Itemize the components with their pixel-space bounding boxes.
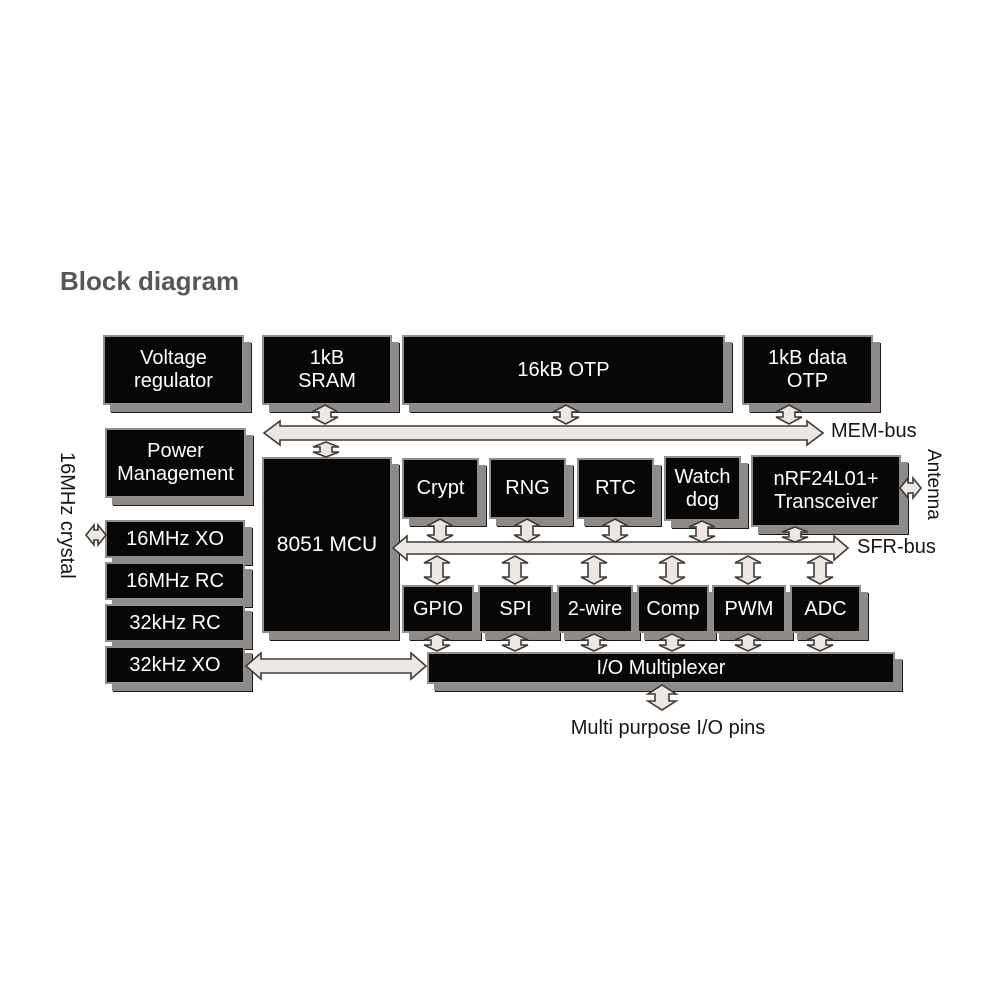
block-16kb-otp: 16kB OTP [402,335,725,405]
block-io-multiplexer: I/O Multiplexer [427,652,895,684]
sfr-spi-connector [501,555,529,585]
xo32-to-iomux-arrow [244,651,428,681]
crypt-sfr-connector [426,518,454,543]
block-1kb-sram: 1kB SRAM [262,335,392,405]
block-16mhz-rc: 16MHz RC [105,562,245,600]
membus-mcu-connector [312,441,340,458]
block-1kb-data-otp: 1kB data OTP [742,335,873,405]
pwm-iomux-connector [734,633,762,652]
block-32khz-rc: 32kHz RC [105,604,245,642]
block-comp: Comp [637,585,709,633]
comp-iomux-connector [658,633,686,652]
block-pwm: PWM [712,585,786,633]
transceiver-sfr-connector [781,526,809,543]
gpio-iomux-connector [423,633,451,652]
mem-bus-arrow [262,419,825,447]
crystal-arrow [84,522,108,548]
sram-membus-connector [311,404,339,425]
block-rng: RNG [489,458,566,519]
adc-iomux-connector [806,633,834,652]
block-crypt: Crypt [402,458,479,519]
page-title: Block diagram [60,266,240,296]
twowire-iomux-connector [580,633,608,652]
block-watchdog: Watch dog [664,456,741,521]
rtc-sfr-connector [601,518,629,543]
16mhz-crystal-label: 16MHz crystal [56,452,78,579]
block-rtc: RTC [577,458,654,519]
mem-bus-label: MEM-bus [831,420,917,442]
iomux-pins-connector [645,684,679,711]
antenna-label: Antenna [923,449,944,520]
antenna-arrow [898,475,923,501]
sfr-comp-connector [658,555,686,585]
sfr-bus-arrow [391,534,850,562]
rng-sfr-connector [513,518,541,543]
block-2-wire: 2-wire [557,585,633,633]
sfr-twowire-connector [580,555,608,585]
block-16mhz-xo: 16MHz XO [105,520,245,558]
block-adc: ADC [790,585,861,633]
block-8051-mcu: 8051 MCU [262,457,392,633]
sfr-bus-label: SFR-bus [857,536,936,558]
block-gpio: GPIO [402,585,474,633]
dataotp-membus-connector [775,404,803,425]
block-spi: SPI [478,585,553,633]
sfr-pwm-connector [734,555,762,585]
block-power-management: Power Management [105,428,246,498]
block-voltage-regulator: Voltage regulator [103,335,244,405]
sfr-adc-connector [806,555,834,585]
multi-purpose-io-pins-label: Multi purpose I/O pins [570,717,766,739]
block-32khz-xo: 32kHz XO [105,646,245,684]
sfr-gpio-connector [423,555,451,585]
spi-iomux-connector [501,633,529,652]
watchdog-sfr-connector [688,520,716,543]
otp16-membus-connector [552,404,580,425]
block-nrf24l01-transceiver: nRF24L01+ Transceiver [751,455,901,527]
